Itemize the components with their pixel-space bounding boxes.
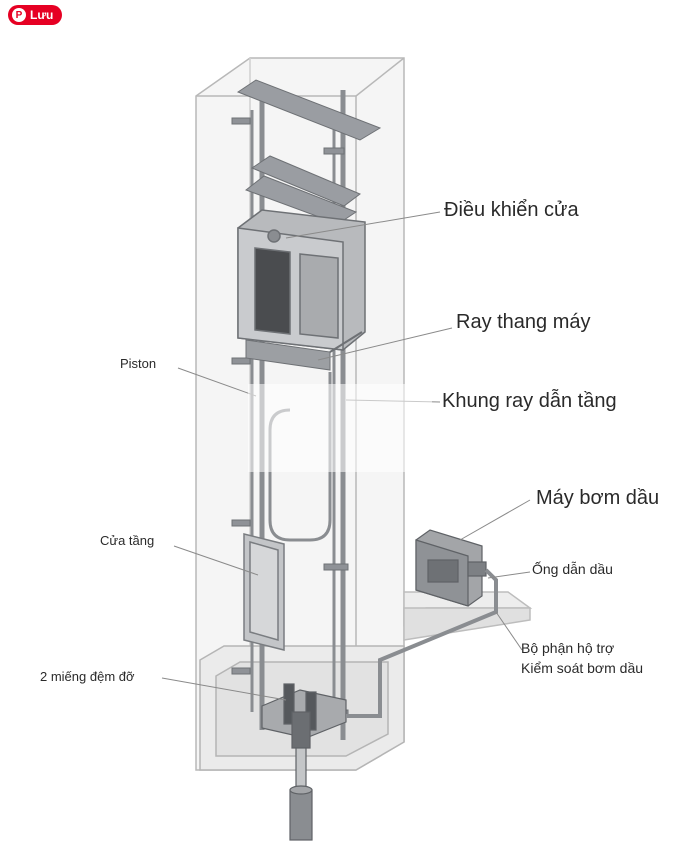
label-piston: Piston (120, 356, 157, 371)
pinterest-icon: P (12, 8, 26, 22)
label-pump-control-line1: Bộ phận hộ trợ (521, 640, 615, 656)
label-buffer-pads: 2 miếng đệm đỡ (40, 669, 135, 684)
floor-door (243, 533, 285, 651)
leader-pump-control (495, 611, 523, 651)
leader-buffer-pads (161, 677, 287, 701)
leader-floor-door (173, 545, 259, 576)
label-floor-guide-frame: Khung ray dẫn tầng (442, 390, 617, 412)
leader-oil-pipe (487, 571, 531, 579)
label-floor-door: Cửa tầng (100, 533, 155, 548)
oil-pump (415, 529, 487, 607)
label-door-control: Điều khiển cửa (444, 199, 579, 221)
top-crossbeam (236, 79, 382, 225)
piston-assembly (261, 683, 347, 841)
save-label: Lưu (30, 8, 54, 22)
car-frame (245, 331, 363, 371)
leader-piston (177, 367, 257, 397)
oil-pipe (346, 568, 498, 718)
leader-door-control (285, 211, 441, 239)
watermark-overlay (248, 384, 432, 472)
label-elevator-rail: Ray thang máy (456, 311, 591, 333)
label-pump-control-line2: Kiểm soát bơm dầu (521, 660, 644, 676)
leader-elevator-rail (317, 327, 453, 361)
elevator-car (237, 209, 366, 351)
leader-oil-pump (459, 499, 531, 541)
label-oil-pump: Máy bơm dầu (536, 487, 660, 509)
label-oil-pipe: Ống dẫn dầu (532, 561, 613, 577)
pinterest-save-button[interactable]: P Lưu (8, 5, 63, 25)
